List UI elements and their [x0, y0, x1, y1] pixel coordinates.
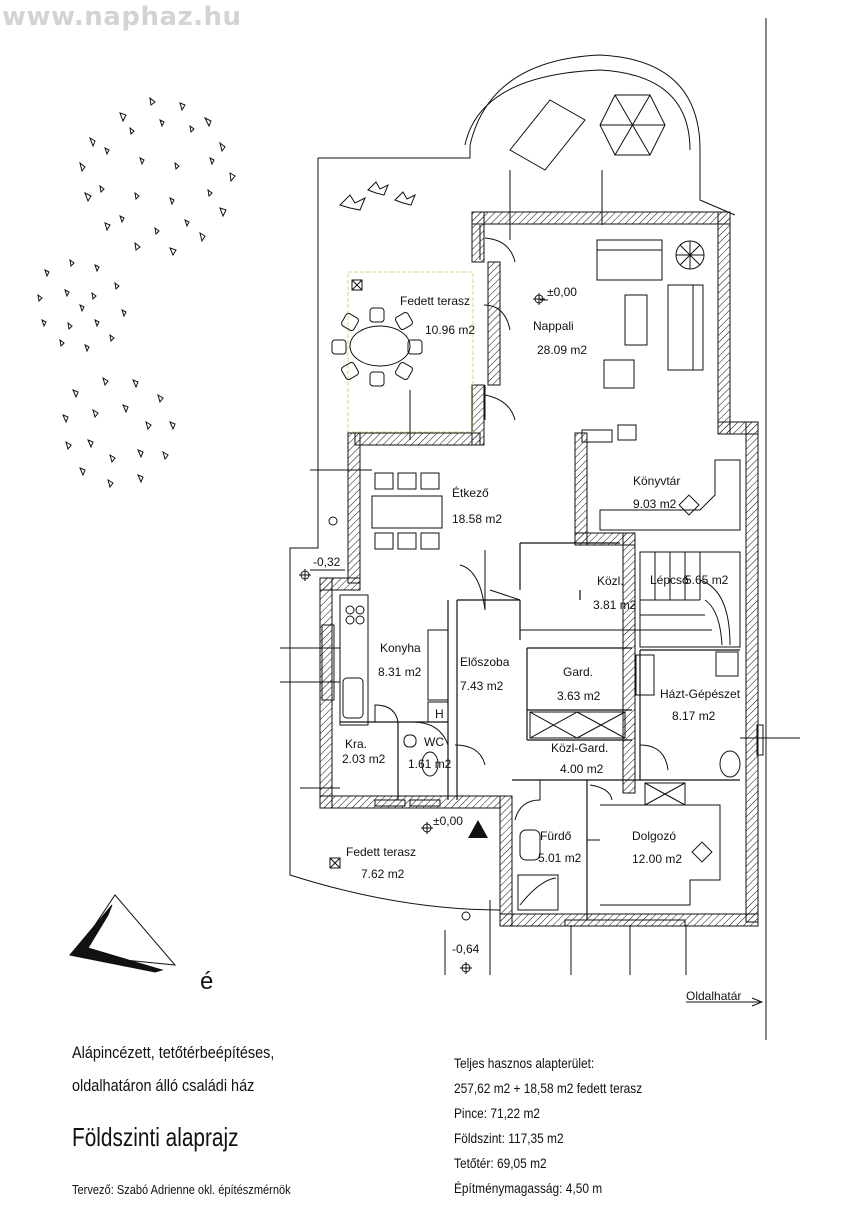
stove-label: H	[435, 707, 444, 721]
room-name: Közl-Gard.	[551, 741, 608, 755]
reference-lines	[280, 170, 800, 975]
room-name: Kra.	[345, 737, 367, 751]
stat-line: Pince: 71,22 m2	[454, 1105, 540, 1121]
stat-line: Teljes hasznos alapterület:	[454, 1055, 595, 1071]
room-name: Könyvtár	[633, 474, 680, 488]
page-title: Földszinti alaprajz	[72, 1122, 239, 1152]
tree-group	[37, 96, 236, 489]
stat-line: Tetőtér: 69,05 m2	[454, 1155, 547, 1171]
room-name: Nappali	[533, 319, 574, 333]
main-walls	[319, 211, 759, 927]
room-area: 28.09 m2	[537, 343, 587, 357]
room-name: Fürdő	[540, 829, 572, 843]
openings	[374, 225, 764, 927]
boundary-arrow	[751, 997, 764, 1007]
staircase	[639, 551, 741, 648]
room-area: 7.43 m2	[460, 679, 504, 693]
stat-line: Földszint: 117,35 m2	[454, 1130, 564, 1146]
watermark: www.naphaz.hu	[2, 2, 242, 32]
room-name: Dolgozó	[632, 829, 676, 843]
level-markers	[299, 293, 545, 974]
room-area: 3.81 m2	[593, 598, 637, 612]
entrance-triangle	[468, 820, 488, 838]
room-area: 10.96 m2	[425, 323, 475, 337]
stat-line: Építménymagasság: 4,50 m	[454, 1180, 603, 1196]
room-name: Konyha	[380, 641, 421, 655]
room-area: 1.61 m2	[408, 757, 452, 771]
room-name: WC	[424, 735, 444, 749]
living-furniture	[339, 94, 705, 389]
room-area: 12.00 m2	[632, 852, 682, 866]
bath-fixtures	[403, 651, 741, 911]
room-name: Gard.	[563, 665, 593, 679]
room-name: Fedett terasz	[346, 845, 416, 859]
room-name: Előszoba	[460, 655, 510, 669]
room-area: 2.03 m2	[342, 752, 386, 766]
room-area: 5.01 m2	[538, 851, 582, 865]
tree-top	[79, 96, 236, 257]
room-area: 18.58 m2	[452, 512, 502, 526]
room-area: 8.17 m2	[672, 709, 716, 723]
room-area: 5.65 m2	[685, 573, 729, 587]
north-arrow	[69, 894, 177, 973]
level-living: ±0,00	[547, 285, 577, 299]
level-front: -0,64	[452, 942, 480, 956]
dining-table	[371, 472, 443, 550]
level-side: -0,32	[313, 555, 341, 569]
tree-middle	[37, 258, 127, 353]
room-name: Lépcső	[650, 573, 689, 587]
tree-bottom	[62, 376, 176, 489]
site-outline	[289, 54, 736, 911]
study-furniture	[529, 711, 721, 906]
room-area: 4.00 m2	[560, 762, 604, 776]
author: Tervező: Szabó Adrienne okl. építészmérn…	[72, 1182, 291, 1197]
description-line-1: Alápincézett, tetőtérbeépítéses,	[72, 1043, 275, 1062]
north-label: é	[200, 968, 214, 995]
boundary-label: Oldalhatár	[686, 989, 742, 1003]
description-line-2: oldalhatáron álló családi ház	[72, 1076, 255, 1095]
room-area: 7.62 m2	[361, 867, 405, 881]
room-name: Közl.	[597, 574, 624, 588]
room-area: 9.03 m2	[633, 497, 677, 511]
room-name: Fedett terasz	[400, 294, 470, 308]
stat-line: 257,62 m2 + 18,58 m2 fedett terasz	[454, 1080, 643, 1096]
room-area: 3.63 m2	[557, 689, 601, 703]
level-entrance: ±0,00	[433, 814, 463, 828]
room-name: Házt-Gépészet	[660, 687, 741, 701]
kitchen-furniture	[321, 594, 449, 726]
library-furniture	[581, 424, 741, 531]
room-area: 8.31 m2	[378, 665, 422, 679]
room-labels: Fedett terasz 10.96 m2 Nappali 28.09 m2 …	[313, 285, 741, 956]
room-name: Étkező	[452, 485, 489, 500]
terrace-table	[329, 271, 474, 869]
